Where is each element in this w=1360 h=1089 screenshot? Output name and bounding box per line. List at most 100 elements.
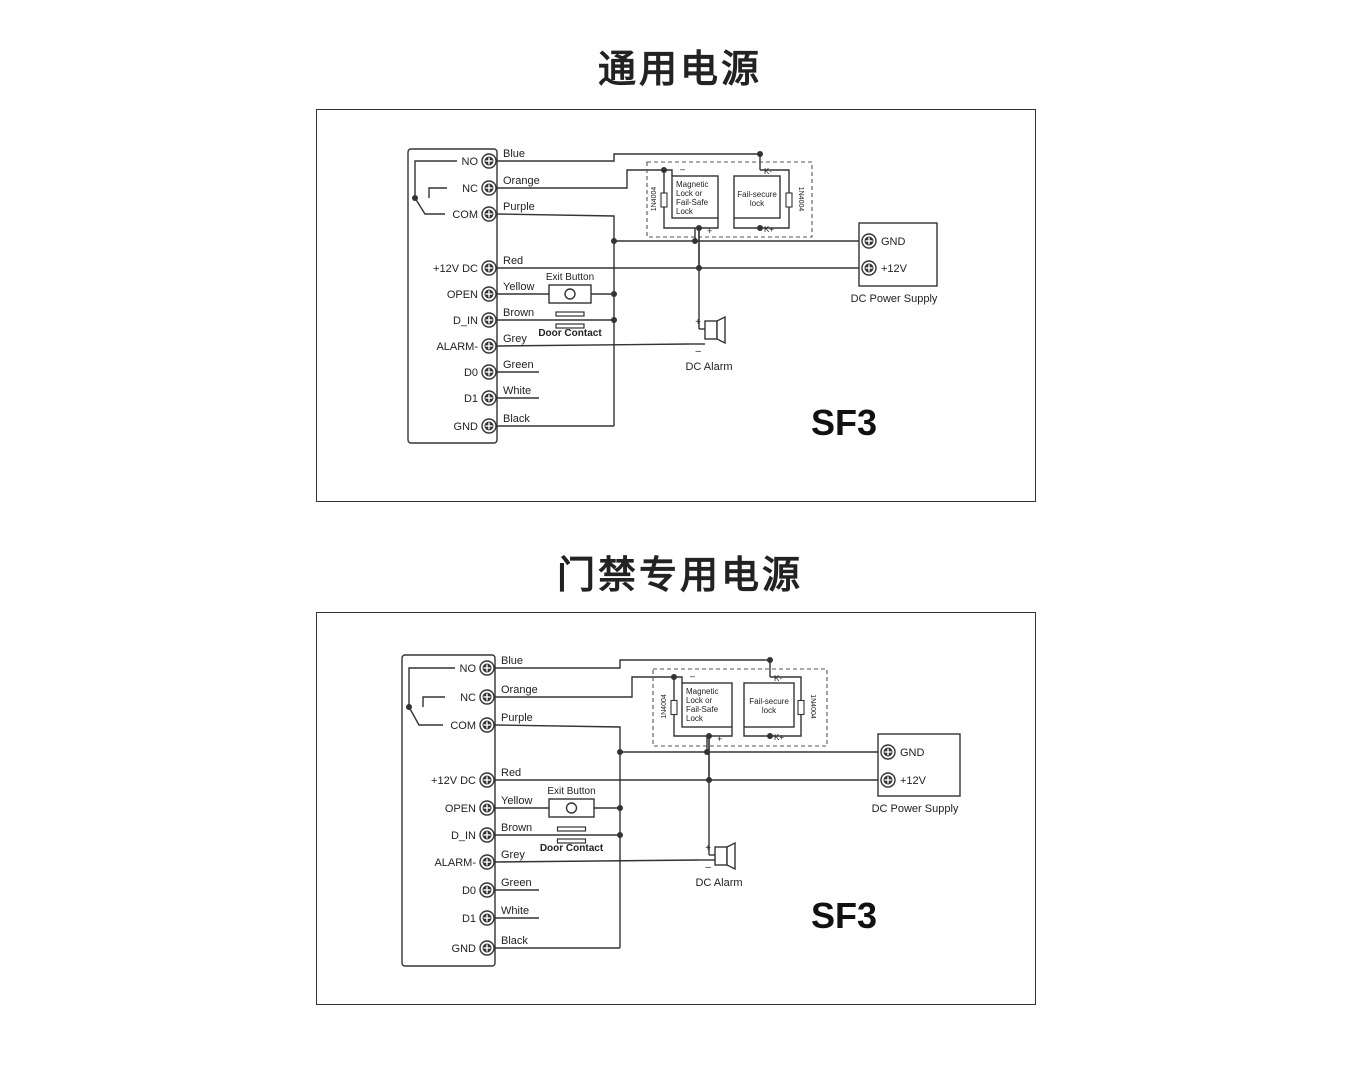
junction-fs [767,657,773,663]
fail-secure-lock-label: lock [762,706,777,715]
mag-minus-sign: – [680,164,685,174]
lock-group-box [646,161,813,238]
wire-label: Blue [501,655,523,667]
terminal-label: +12V DC [431,775,476,787]
wire-label: Red [501,767,521,779]
wire-label: White [503,385,531,397]
magnetic-lock-label: Lock [686,714,704,723]
k-plus-label: K+ [774,733,784,742]
terminal-label: ALARM- [434,857,476,869]
terminal-label: COM [452,209,478,221]
wire-orange [497,169,664,189]
wire-blue [495,659,771,677]
wire-label: Brown [501,822,532,834]
terminal-label: GND [452,943,477,955]
terminal-label: NC [460,692,476,704]
wire-label: Red [503,255,523,267]
alarm-plus-sign: + [695,317,701,328]
diode-1 [660,192,668,208]
model-label-2: SF3 [811,895,878,936]
magnetic-lock-box [681,682,733,728]
diode-2-label: 1N4004 [809,694,816,719]
terminal-label: D1 [462,913,476,925]
wire-label: Green [503,359,534,371]
mag-minus-sign: – [690,671,695,681]
junction-mag [661,167,667,173]
wire-purple [494,724,621,948]
junction-fs [757,151,763,157]
power-supply-box [858,222,938,287]
k-minus-label: K- [774,674,782,683]
fs-diode-loop [743,676,802,737]
dc-alarm-body [714,846,728,866]
psu-12v-label: +12V [900,775,927,787]
dc-alarm-label: DC Alarm [685,361,732,373]
door-contact-bottom [556,838,587,844]
fail-secure-lock-label: lock [750,199,765,208]
terminal-block [401,654,496,967]
junction-kplus [767,733,773,739]
relay-no-line [408,667,455,707]
diode-1-label: 1N4004 [661,694,668,719]
diode-1-label: 1N4004 [651,187,658,212]
terminal-label: D1 [464,393,478,405]
junction-lock-gnd [692,238,698,244]
wire-label: Orange [501,684,538,696]
mag-plus-sign: + [707,226,712,236]
door-contact-label: Door Contact [540,843,604,854]
door-contact-top [556,826,587,832]
relay-nc-line [428,187,447,198]
terminal-label: GND [454,421,479,433]
wire-label: Black [501,935,528,947]
k-minus-label: K- [764,167,772,176]
fail-secure-lock-box [733,175,781,219]
door-contact-bottom [555,323,585,329]
fail-secure-lock-label: Fail-secure [737,190,777,199]
wire-grey [496,343,690,347]
dc-alarm-label: DC Alarm [695,877,742,889]
wire-label: Black [503,413,530,425]
terminal-label: D_IN [453,315,478,327]
exit-button-label: Exit Button [546,272,594,283]
magnetic-lock-label: Fail-Safe [686,705,719,714]
terminal-label: NO [462,156,479,168]
junction-kplus [757,225,763,231]
terminal-label: +12V DC [433,263,478,275]
door-contact-top [555,311,585,317]
relay-no-line [414,160,457,198]
junction-yellow [611,291,617,297]
magnetic-lock-label: Magnetic [676,180,708,189]
k-plus-label: K+ [764,225,774,234]
alarm-minus-sign: – [695,346,701,357]
wire-blue [497,153,761,170]
section-title-1: 通用电源 [597,47,762,91]
terminal-label: NO [460,663,477,675]
wire-label: Purple [501,712,533,724]
magnetic-lock-label: Fail-Safe [676,198,709,207]
exit-button-label: Exit Button [547,786,595,797]
door-contact-label: Door Contact [538,328,602,339]
psu-label: DC Power Supply [851,293,938,305]
psu-gnd-label: GND [900,747,925,759]
psu-gnd-label: GND [881,236,906,248]
mag-plus-sign: + [717,734,722,744]
terminal-label: ALARM- [436,341,478,353]
diode-2-label: 1N4004 [797,187,804,212]
wire-label: Grey [501,849,525,861]
wire-label: Green [501,877,532,889]
wire-label: Orange [503,175,540,187]
wire-label: Purple [503,201,535,213]
terminal-label: COM [450,720,476,732]
terminal-label: D0 [462,885,476,897]
fail-secure-lock-box [743,682,795,728]
relay-nc-line [422,696,445,707]
magnetic-lock-label: Lock or [676,189,703,198]
magnetic-lock-label: Magnetic [686,687,718,696]
diode-1 [670,699,678,716]
psu-label: DC Power Supply [872,803,959,815]
junction-gnd [611,238,617,244]
fail-secure-lock-label: Fail-secure [749,697,789,706]
psu-12v-label: +12V [881,263,908,275]
